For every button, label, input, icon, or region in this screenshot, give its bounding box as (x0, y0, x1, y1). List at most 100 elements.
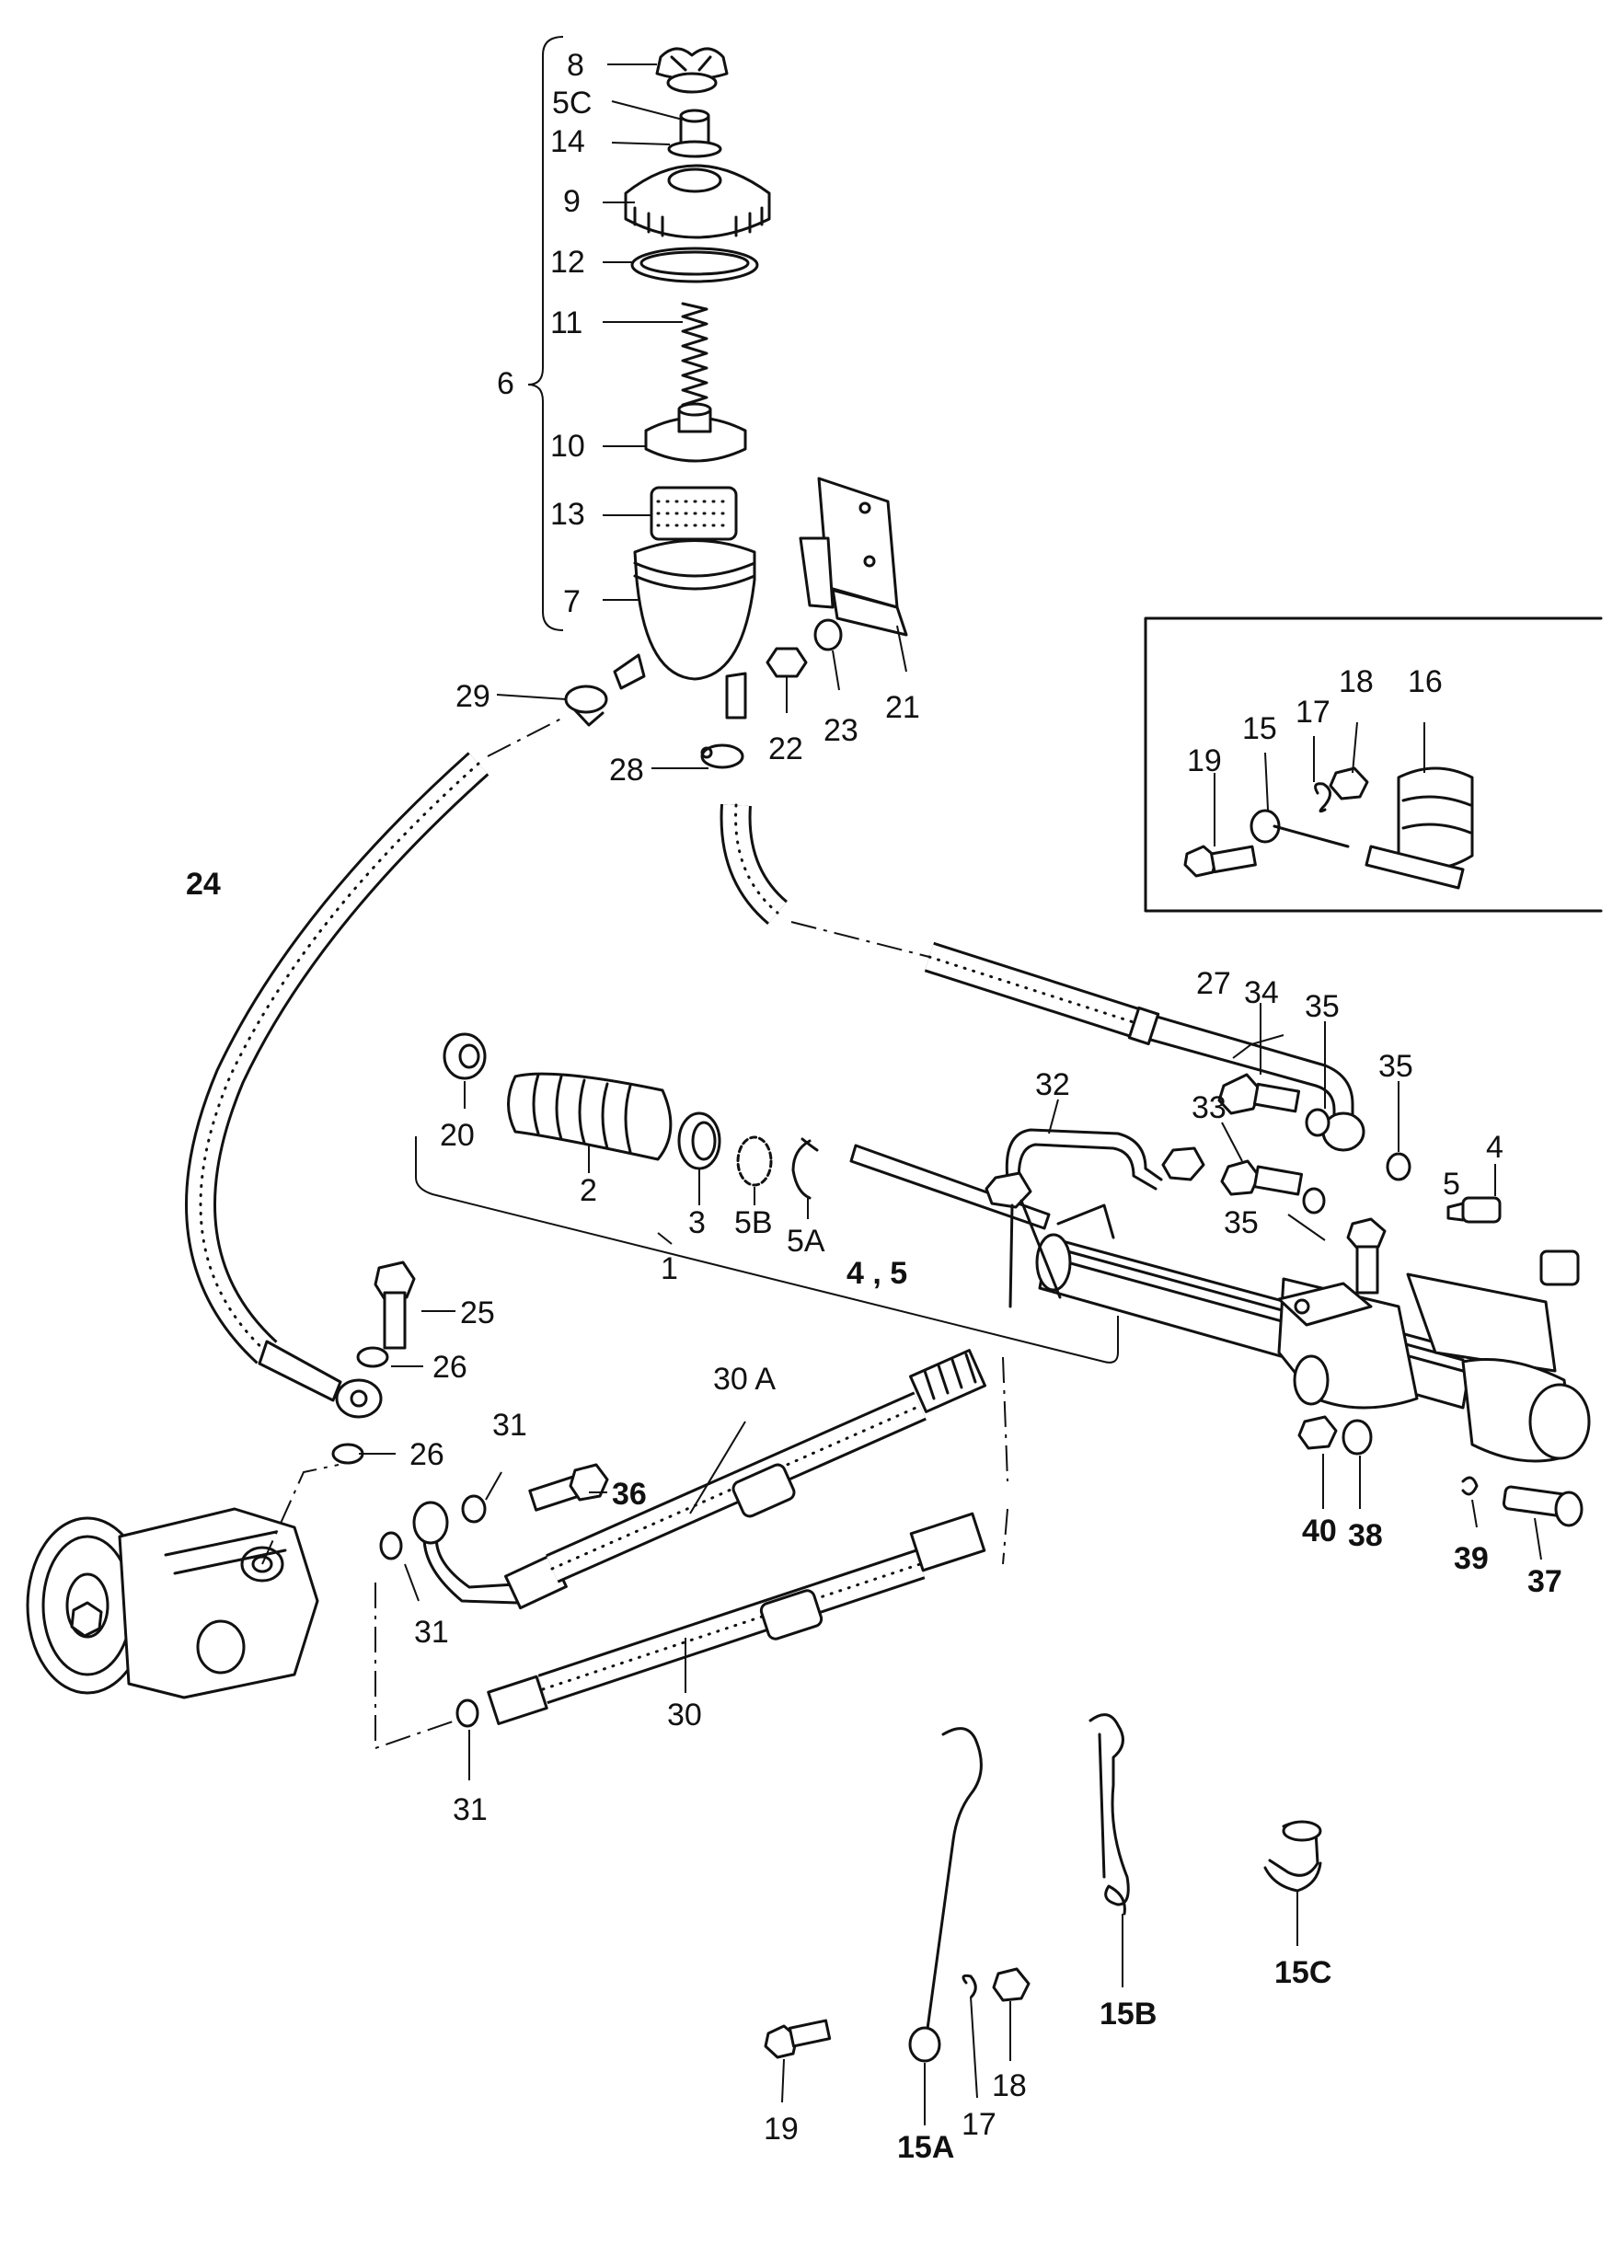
label-5c: 5C (552, 86, 592, 121)
part-labels: 8 5C 14 9 12 11 6 10 13 7 29 28 22 23 21… (186, 48, 1562, 2165)
label-33: 33 (1192, 1090, 1227, 1125)
filter-cover (644, 402, 747, 463)
filter-element (650, 486, 738, 541)
inset-washer-pin-15 (1250, 809, 1350, 848)
nut-40 (1297, 1415, 1338, 1450)
dipstick-plug (679, 109, 710, 145)
label-18-bottom: 18 (992, 2068, 1027, 2103)
inset-label-15: 15 (1242, 711, 1277, 746)
label-26-upper: 26 (432, 1350, 467, 1385)
bolt-19b (764, 2019, 832, 2059)
return-hose (720, 803, 789, 926)
hose-dash-line-24 (487, 717, 564, 757)
label-23: 23 (824, 713, 858, 748)
label-14: 14 (550, 124, 585, 159)
union-fitting-33 (1220, 1159, 1304, 1196)
hose-30a-dash (1002, 1356, 1008, 1482)
boot-clamp (677, 1111, 721, 1170)
label-31-upper: 31 (492, 1408, 527, 1443)
label-15b: 15B (1100, 1997, 1157, 2032)
label-31-lower: 31 (453, 1792, 488, 1827)
pressure-line-32 (985, 1128, 1205, 1308)
boot-end-cap (443, 1032, 487, 1080)
washer-38 (1342, 1419, 1373, 1456)
pressure-hose-30 (487, 1512, 986, 1725)
label-8: 8 (567, 48, 584, 83)
inset-clip-17 (1314, 782, 1331, 813)
lock-pin-39 (1461, 1476, 1479, 1496)
label-2: 2 (580, 1173, 597, 1208)
label-5: 5 (1443, 1167, 1460, 1202)
label-19-bottom: 19 (764, 2112, 799, 2147)
pressure-hose-30a (412, 1349, 987, 1610)
reservoir-body (613, 539, 756, 720)
washer-23 (813, 618, 843, 651)
bolt-5 (1346, 1217, 1387, 1295)
hose-clamp-28 (700, 743, 744, 769)
label-9: 9 (563, 184, 581, 219)
pump-dash-line (261, 1464, 340, 1565)
label-5a: 5A (787, 1224, 825, 1259)
inset-bolt-19 (1183, 845, 1257, 878)
label-24: 24 (186, 867, 221, 902)
label-37: 37 (1527, 1564, 1562, 1599)
label-15a: 15A (897, 2130, 954, 2165)
label-12: 12 (550, 245, 585, 280)
label-17-bottom: 17 (962, 2107, 996, 2142)
power-steering-pump (26, 1507, 319, 1699)
label-27: 27 (1196, 966, 1231, 1001)
label-31-middle: 31 (414, 1615, 449, 1650)
leader-lines (359, 36, 1542, 2125)
label-7: 7 (563, 584, 581, 619)
label-26-lower: 26 (409, 1437, 444, 1472)
reservoir-cap (655, 47, 729, 94)
label-1: 1 (661, 1251, 678, 1286)
seal-ring-31a (461, 1494, 487, 1524)
seal-ring-35b (1386, 1152, 1411, 1181)
label-28: 28 (609, 753, 644, 788)
label-5b: 5B (734, 1205, 773, 1240)
seal-ring-35a (1305, 1108, 1330, 1137)
label-25: 25 (460, 1295, 495, 1330)
supply-hose-24 (185, 752, 490, 1419)
label-34: 34 (1244, 975, 1279, 1010)
hose-clamp-29 (564, 685, 608, 727)
cover-gasket (630, 247, 759, 283)
inset-label-19: 19 (1187, 743, 1222, 778)
inset-nut-18 (1329, 766, 1369, 800)
label-38: 38 (1348, 1518, 1383, 1553)
label-39: 39 (1454, 1541, 1489, 1576)
label-35-lower: 35 (1224, 1205, 1259, 1240)
boot-clip-5b (736, 1135, 773, 1187)
label-32: 32 (1035, 1067, 1070, 1102)
bolt-37 (1502, 1485, 1584, 1527)
inset-label-18: 18 (1339, 664, 1374, 699)
nut-18b (992, 1967, 1031, 2002)
seal-ring-31c (455, 1698, 479, 1728)
label-20: 20 (440, 1118, 475, 1153)
label-36: 36 (612, 1477, 647, 1512)
banjo-bolt-25 (374, 1261, 416, 1350)
label-10: 10 (550, 429, 585, 464)
reservoir-bracket (799, 477, 908, 637)
label-30: 30 (667, 1698, 702, 1733)
banjo-bolt-34 (1217, 1073, 1301, 1115)
label-4: 4 (1486, 1130, 1503, 1165)
pump-return-dash (374, 1583, 456, 1750)
label-13: 13 (550, 497, 585, 532)
seal-ring-35c (1302, 1187, 1326, 1215)
spring (681, 302, 708, 407)
inset-label-17: 17 (1296, 695, 1330, 730)
plug-seal (667, 140, 722, 158)
reservoir-cover (624, 164, 771, 239)
label-4-5: 4 , 5 (847, 1256, 907, 1291)
label-29: 29 (455, 679, 490, 714)
label-11: 11 (550, 305, 582, 340)
label-35-top: 35 (1305, 989, 1340, 1024)
label-6: 6 (497, 366, 514, 401)
bracket-clip-15c (1263, 1820, 1322, 1893)
label-30a: 30 A (713, 1362, 776, 1397)
seal-ring-26a (356, 1346, 389, 1368)
bracket-clip-15b (1088, 1713, 1130, 1916)
bolt-4 (1446, 1196, 1502, 1224)
